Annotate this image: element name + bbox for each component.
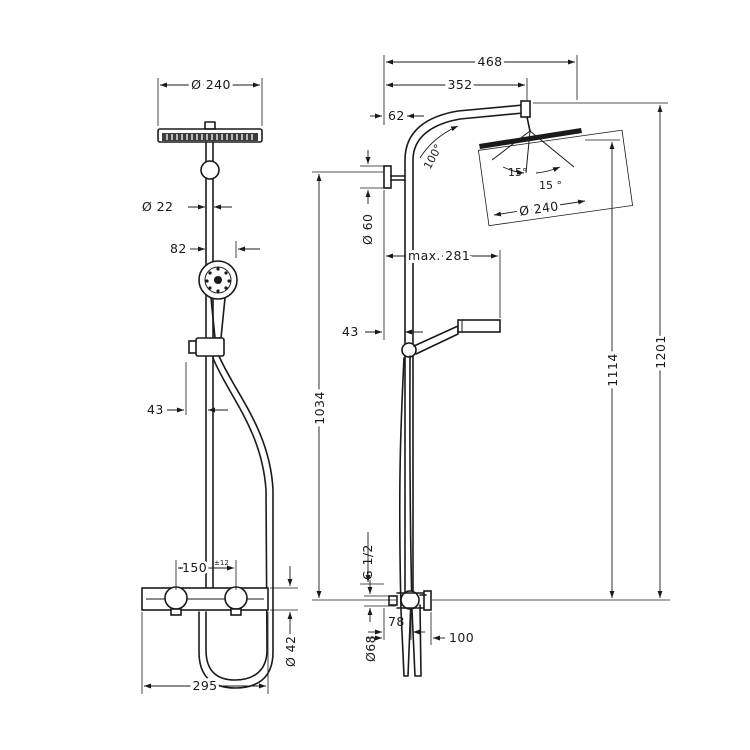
front-inlet-tolerance-label: ±12	[214, 559, 229, 567]
side-swivel-angle-label: 100°	[421, 142, 445, 172]
side-overall-height-label: 1201	[653, 335, 668, 368]
side-tilt-right-label: 15 °	[539, 179, 562, 192]
side-rail-height-label: 1034	[312, 391, 327, 424]
front-body-width-label: 295	[192, 678, 217, 693]
side-inlet-diameter-label: Ø68	[363, 635, 378, 662]
side-tilt-angles: 15° 15 °	[491, 130, 575, 192]
front-handshower-width-label: 82	[170, 241, 187, 256]
hand-shower	[188, 260, 238, 357]
shower-hose	[198, 355, 274, 689]
side-overall-projection-label: 468	[477, 54, 502, 69]
thermostat-body	[141, 586, 269, 616]
side-dimensions: 468 352 62 Ø 60 max. 281 43	[309, 51, 671, 662]
side-rail-offset-label: 43	[342, 324, 359, 339]
side-thread-label: G 1/2	[360, 544, 375, 580]
front-view: Ø 240 Ø 22 82 43 150 ±12	[141, 74, 298, 696]
front-inlet-spacing-label: 150	[182, 560, 207, 575]
side-head-diameter-label: Ø 240	[518, 198, 559, 218]
side-outlet-height-label: 1114	[605, 353, 620, 386]
front-pipe-diameter-label: Ø 22	[142, 199, 173, 214]
side-wall-clearance-label: 62	[388, 108, 405, 123]
front-dimensions: Ø 240 Ø 22 82 43 150 ±12	[141, 74, 298, 696]
overhead-shower-head	[157, 121, 263, 143]
side-body-projection-label: 100	[449, 630, 474, 645]
riser-pipe	[205, 141, 214, 593]
side-inlet-depth-label: 78	[388, 614, 405, 629]
side-arm-projection-label: 352	[447, 77, 472, 92]
side-hose	[398, 355, 422, 677]
side-view: 15° 15 ° 100°	[309, 51, 671, 677]
pipe-bracket	[200, 160, 220, 180]
front-head-diameter-label: Ø 240	[191, 77, 231, 92]
side-hand-shower	[401, 319, 501, 358]
side-riser-and-arm	[404, 100, 531, 601]
side-bracket-diameter-label: Ø 60	[360, 214, 375, 245]
front-body-depth-label: Ø 42	[283, 636, 298, 667]
side-tilt-left-label: 15°	[508, 166, 528, 179]
side-wall-bracket	[383, 165, 406, 189]
front-rail-offset-label: 43	[147, 402, 164, 417]
side-handshower-reach-label: max. 281	[408, 248, 470, 263]
side-thermostat	[388, 590, 432, 611]
